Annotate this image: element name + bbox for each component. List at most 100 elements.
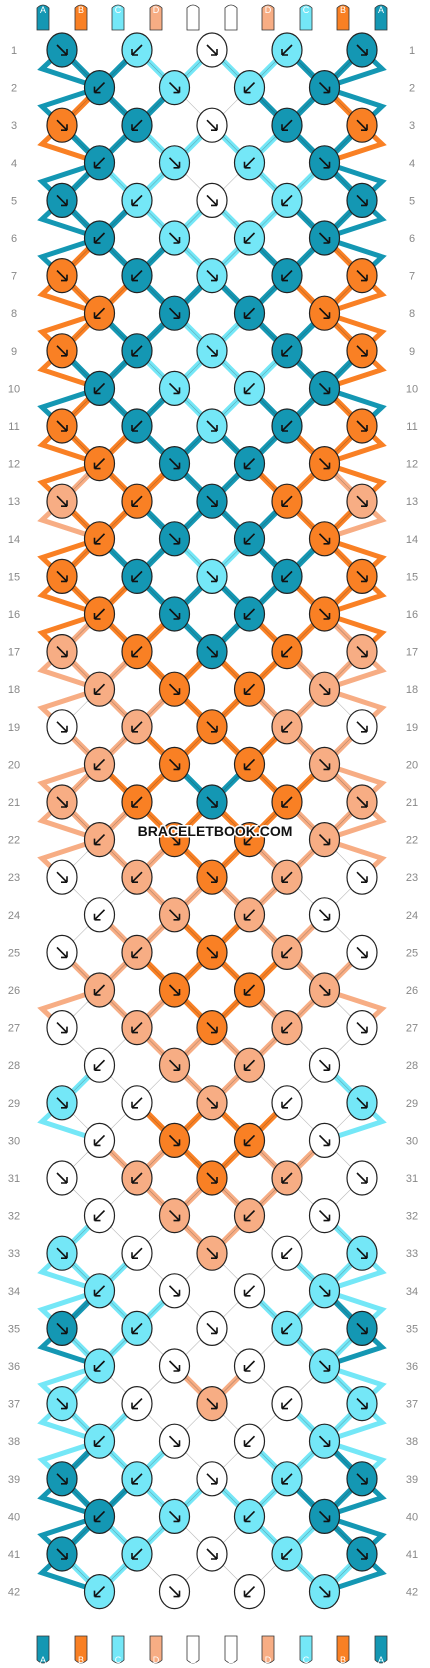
strand-end-bottom <box>186 1635 200 1664</box>
knot-arrow-icon <box>168 834 181 846</box>
knot <box>121 258 153 294</box>
knot-arrow-icon <box>56 1247 68 1259</box>
knot <box>83 1273 116 1309</box>
row-number-left: 29 <box>8 1098 20 1110</box>
knot-arrow-icon <box>281 194 293 207</box>
knot <box>158 1273 191 1309</box>
row-number-right: 2 <box>409 83 415 95</box>
knot-arrow-icon <box>206 1022 218 1034</box>
knot-arrow-icon <box>56 871 68 883</box>
knot-arrow-icon <box>318 1360 331 1372</box>
knot <box>158 1498 191 1535</box>
knot-arrow-icon <box>356 871 368 883</box>
knot-arrow-icon <box>93 157 106 169</box>
knot-arrow-icon <box>168 1510 181 1523</box>
knot-arrow-icon <box>281 946 293 959</box>
knot <box>233 897 266 933</box>
knot-arrow-icon <box>281 270 293 282</box>
row-number-right: 37 <box>406 1399 418 1411</box>
row-number-right: 21 <box>406 797 418 809</box>
knot-arrow-icon <box>356 1473 368 1485</box>
knot <box>121 784 153 820</box>
knot <box>271 934 303 971</box>
knot-arrow-icon <box>318 382 331 395</box>
row-number-left: 22 <box>8 835 20 847</box>
knot-arrow-icon <box>206 44 218 56</box>
row-number-left: 6 <box>11 233 17 245</box>
knot-arrow-icon <box>281 345 293 357</box>
knot <box>271 1009 303 1046</box>
knot <box>46 1235 78 1271</box>
row-number-left: 24 <box>8 910 20 922</box>
knot <box>46 483 78 519</box>
row-number-left: 39 <box>8 1474 20 1486</box>
row-number-right: 16 <box>406 609 418 621</box>
knot-arrow-icon <box>56 119 68 131</box>
knot-arrow-icon <box>318 1134 331 1147</box>
knot <box>233 1047 266 1083</box>
knot <box>83 1122 116 1159</box>
knot-arrow-icon <box>56 345 68 357</box>
knot <box>346 483 378 519</box>
row-number-left: 30 <box>8 1135 20 1147</box>
row-number-left: 1 <box>11 45 17 57</box>
knot-arrow-icon <box>93 1285 106 1297</box>
knot <box>271 784 303 820</box>
row-number-left: 4 <box>11 158 17 170</box>
knot <box>346 32 378 68</box>
knot <box>46 408 78 444</box>
knot <box>158 1423 191 1459</box>
strand-label-bottom: C <box>115 1655 122 1665</box>
knot <box>158 295 191 331</box>
knot <box>308 69 341 106</box>
knot-arrow-icon <box>206 1398 218 1410</box>
row-number-left: 3 <box>11 120 17 132</box>
knot <box>121 107 153 143</box>
knot-arrow-icon <box>168 984 181 996</box>
strand-end-top <box>261 4 275 31</box>
knot-arrow-icon <box>243 1285 256 1297</box>
knot-arrow-icon <box>93 307 106 319</box>
knot <box>346 934 378 971</box>
knot-arrow-icon <box>56 1473 68 1485</box>
knot <box>271 182 303 218</box>
knot <box>46 633 78 670</box>
row-number-right: 20 <box>406 759 418 771</box>
knot <box>83 1197 116 1234</box>
knot <box>233 1573 266 1610</box>
knot-arrow-icon <box>168 1285 181 1297</box>
knot <box>83 145 116 181</box>
row-number-left: 31 <box>8 1173 20 1185</box>
knot-arrow-icon <box>318 307 331 319</box>
row-number-left: 18 <box>8 684 20 696</box>
knot <box>308 1197 341 1234</box>
knot-arrow-icon <box>206 1473 218 1485</box>
knot <box>308 145 341 181</box>
knot-arrow-icon <box>281 1097 293 1109</box>
knot <box>233 220 266 256</box>
knot <box>158 370 191 406</box>
row-number-left: 15 <box>8 571 20 583</box>
strand-end-top <box>224 4 238 31</box>
knot-arrow-icon <box>206 946 218 959</box>
knot-arrow-icon <box>356 570 368 583</box>
knot-arrow-icon <box>168 533 181 545</box>
row-number-right: 28 <box>406 1060 418 1072</box>
row-number-right: 4 <box>409 158 415 170</box>
knot <box>121 333 153 369</box>
knot <box>196 934 228 971</box>
knot <box>121 934 153 971</box>
knot <box>196 483 228 519</box>
knot <box>271 1310 303 1347</box>
knot-arrow-icon <box>168 458 181 470</box>
row-number-right: 40 <box>406 1511 418 1523</box>
strand-end-top <box>74 4 88 31</box>
knot <box>46 558 78 595</box>
knot-arrow-icon <box>281 1022 293 1034</box>
knot <box>46 784 78 820</box>
knot-arrow-icon <box>356 1172 368 1184</box>
row-number-left: 7 <box>11 271 17 283</box>
knot-arrow-icon <box>318 834 331 846</box>
knot <box>271 1461 303 1497</box>
knot <box>83 1047 116 1083</box>
